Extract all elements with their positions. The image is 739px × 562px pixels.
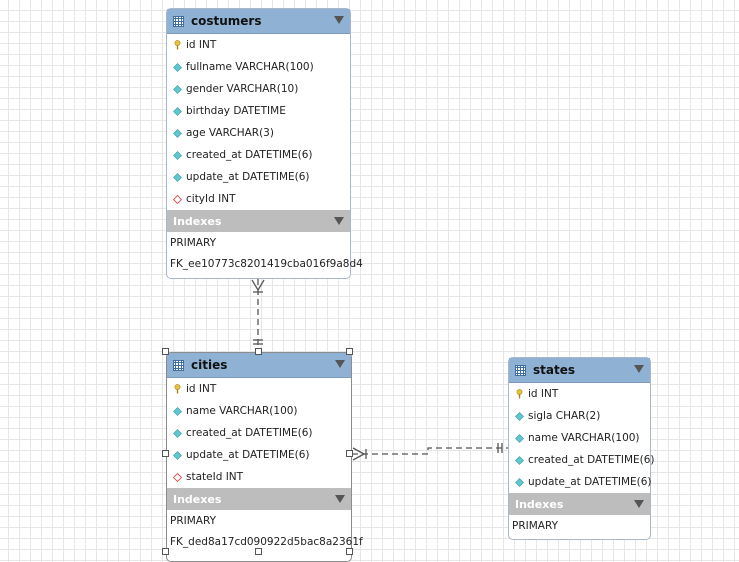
column-label: sigla CHAR(2) [528,410,601,422]
column-row[interactable]: id INT [167,34,350,56]
collapse-arrow-icon[interactable] [334,16,344,24]
table-cities[interactable]: cities id INT name VARCHAR(100) created_… [166,352,363,562]
column-label: update_at DATETIME(6) [186,171,310,183]
column-label: birthday DATETIME [186,105,286,117]
column-row[interactable]: stateId INT [167,466,351,488]
column-diamond-icon [173,150,182,160]
column-diamond-icon [173,428,182,438]
collapse-arrow-icon[interactable] [334,217,344,225]
resize-handle[interactable] [346,348,353,355]
column-row[interactable]: sigla CHAR(2) [509,405,650,427]
index-row[interactable]: FK_ded8a17cd090922d5bac8a2361f [167,531,363,552]
column-diamond-icon [173,128,182,138]
column-row[interactable]: update_at DATETIME(6) [509,471,652,493]
column-diamond-icon [173,406,182,416]
table-costumers[interactable]: costumers id INT fullname VARCHAR(100) g… [166,8,363,279]
column-label: cityId INT [186,193,236,205]
column-diamond-icon [515,477,524,487]
column-diamond-icon [173,62,182,72]
column-diamond-icon [173,84,182,94]
column-row[interactable]: cityId INT [167,188,350,210]
table-header[interactable]: states [509,358,650,383]
indexes-label: Indexes [173,492,222,506]
column-label: name VARCHAR(100) [186,405,298,417]
column-diamond-icon [173,450,182,460]
index-row[interactable]: PRIMARY [167,232,350,253]
column-row[interactable]: created_at DATETIME(6) [509,449,655,471]
column-row[interactable]: id INT [509,383,650,405]
column-row[interactable]: gender VARCHAR(10) [167,78,350,100]
column-label: update_at DATETIME(6) [528,476,652,488]
resize-handle[interactable] [346,450,353,457]
table-title: cities [191,358,228,372]
column-label: id INT [528,388,559,400]
column-row[interactable]: fullname VARCHAR(100) [167,56,350,78]
column-label: name VARCHAR(100) [528,432,640,444]
resize-handle[interactable] [162,548,169,555]
table-states[interactable]: states id INT sigla CHAR(2) name VARCHAR… [508,357,655,540]
resize-handle[interactable] [255,548,262,555]
index-label: PRIMARY [170,514,217,527]
collapse-arrow-icon[interactable] [335,360,345,368]
column-row[interactable]: age VARCHAR(3) [167,122,350,144]
column-label: id INT [186,383,217,395]
column-row[interactable]: name VARCHAR(100) [509,427,650,449]
column-diamond-icon [173,106,182,116]
column-label: fullname VARCHAR(100) [186,61,314,73]
column-label: created_at DATETIME(6) [186,149,313,161]
column-label: created_at DATETIME(6) [528,454,655,466]
index-label: PRIMARY [512,519,559,532]
relationship-costumers-cities[interactable] [251,279,265,352]
resize-handle[interactable] [162,348,169,355]
primary-key-icon [173,40,182,50]
index-row[interactable]: FK_ee10773c8201419cba016f9a8d4 [167,253,363,274]
column-diamond-icon [173,172,182,182]
column-label: stateId INT [186,471,244,483]
index-label: PRIMARY [170,236,217,249]
index-label: FK_ee10773c8201419cba016f9a8d4 [170,257,363,270]
foreign-key-diamond-icon [172,194,183,204]
index-row[interactable]: PRIMARY [167,510,351,531]
collapse-arrow-icon[interactable] [335,495,345,503]
column-diamond-icon [515,455,524,465]
column-label: created_at DATETIME(6) [186,427,313,439]
indexes-label: Indexes [173,214,222,228]
column-row[interactable]: update_at DATETIME(6) [167,444,351,466]
resize-handle[interactable] [346,548,353,555]
table-icon [173,359,184,371]
table-icon [173,15,184,27]
table-header[interactable]: cities [167,353,351,378]
indexes-header[interactable]: Indexes [167,488,351,510]
column-row[interactable]: name VARCHAR(100) [167,400,351,422]
column-row[interactable]: birthday DATETIME [167,100,350,122]
column-row[interactable]: created_at DATETIME(6) [167,144,350,166]
collapse-arrow-icon[interactable] [634,365,644,373]
resize-handle[interactable] [255,348,262,355]
table-title: costumers [191,14,262,28]
column-diamond-icon [515,411,524,421]
column-row[interactable]: created_at DATETIME(6) [167,422,351,444]
primary-key-icon [173,384,182,394]
index-label: FK_ded8a17cd090922d5bac8a2361f [170,535,363,548]
index-row[interactable]: PRIMARY [509,515,650,536]
column-label: age VARCHAR(3) [186,127,274,139]
table-icon [515,364,526,376]
resize-handle[interactable] [162,450,169,457]
column-label: update_at DATETIME(6) [186,449,310,461]
column-label: id INT [186,39,217,51]
column-row[interactable]: id INT [167,378,351,400]
table-header[interactable]: costumers [167,9,350,34]
indexes-header[interactable]: Indexes [509,493,650,515]
indexes-label: Indexes [515,497,564,511]
table-title: states [533,363,575,377]
column-label: gender VARCHAR(10) [186,83,299,95]
indexes-header[interactable]: Indexes [167,210,350,232]
foreign-key-diamond-icon [172,472,183,482]
collapse-arrow-icon[interactable] [634,500,644,508]
column-row[interactable]: update_at DATETIME(6) [167,166,350,188]
relationship-cities-states[interactable] [352,443,508,461]
column-diamond-icon [515,433,524,443]
primary-key-icon [515,389,524,399]
